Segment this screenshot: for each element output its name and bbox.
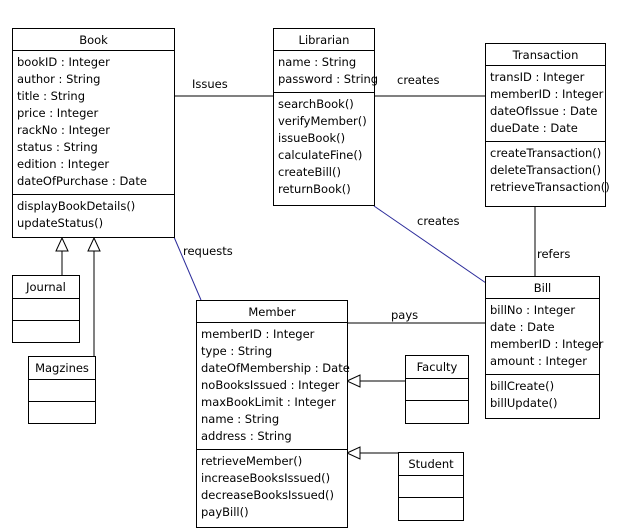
book-attribute: title : String (17, 89, 85, 103)
book-operation: updateStatus() (17, 216, 104, 230)
bill-attribute: amount : Integer (490, 354, 587, 368)
librarian-class-name: Librarian (274, 29, 374, 51)
journal-class-name: Journal (13, 276, 79, 299)
member-operations: retrieveMember() increaseBooksIssued() d… (197, 450, 347, 525)
bill-class-name: Bill (486, 277, 599, 299)
member-operation: decreaseBooksIssued() (201, 488, 334, 502)
librarian-attributes: name : String password : String (274, 51, 379, 93)
member-attribute: dateOfMembership : Date (201, 361, 350, 375)
student-class[interactable]: Student (398, 452, 464, 521)
requests-label: requests (183, 244, 233, 258)
creates-transaction-label: creates (397, 73, 440, 87)
transaction-attribute: dateOfIssue : Date (490, 104, 598, 118)
member-attribute: noBooksIssued : Integer (201, 378, 340, 392)
bill-attribute: date : Date (490, 320, 555, 334)
student-generalization-arrowhead (345, 446, 361, 460)
transaction-class-name: Transaction (486, 44, 605, 66)
pays-label: pays (391, 308, 419, 322)
creates-bill-label: creates (417, 214, 460, 228)
bill-operation: billCreate() (490, 379, 555, 393)
member-attributes: memberID : Integer type : String dateOfM… (197, 323, 350, 450)
librarian-class[interactable]: Librarian name : String password : Strin… (273, 28, 379, 206)
magzines-attributes (29, 380, 95, 402)
faculty-class-name: Faculty (406, 356, 468, 379)
book-class-name: Book (13, 29, 174, 51)
book-attribute: price : Integer (17, 106, 99, 120)
librarian-operation: createBill() (278, 165, 341, 179)
member-attribute: memberID : Integer (201, 327, 315, 341)
book-operations: displayBookDetails() updateStatus() (13, 195, 174, 236)
bill-class[interactable]: Bill billNo : Integer date : Date member… (485, 276, 604, 419)
transaction-attribute: transID : Integer (490, 70, 585, 84)
book-attribute: bookID : Integer (17, 55, 110, 69)
student-operations (399, 498, 463, 520)
bill-operations: billCreate() billUpdate() (486, 375, 599, 416)
member-attribute: maxBookLimit : Integer (201, 395, 336, 409)
book-attribute: rackNo : Integer (17, 123, 110, 137)
bill-attribute: billNo : Integer (490, 303, 576, 317)
faculty-operations (406, 401, 468, 423)
journal-generalization-arrowhead (55, 236, 69, 252)
faculty-class[interactable]: Faculty (405, 355, 469, 424)
student-class-name: Student (399, 453, 463, 476)
member-operation: increaseBooksIssued() (201, 471, 331, 485)
book-class[interactable]: Book bookID : Integer author : String ti… (12, 28, 175, 238)
magzines-generalization-arrowhead (87, 236, 101, 252)
librarian-attribute: password : String (278, 72, 379, 86)
librarian-operation: calculateFine() (278, 148, 363, 162)
member-class-name: Member (197, 301, 347, 323)
member-operation: payBill() (201, 505, 249, 519)
transaction-class[interactable]: Transaction transID : Integer memberID :… (485, 43, 610, 207)
bill-operation: billUpdate() (490, 396, 558, 410)
journal-operations (13, 321, 79, 343)
librarian-operation: issueBook() (278, 131, 346, 145)
member-attribute: address : String (201, 429, 292, 443)
book-attributes: bookID : Integer author : String title :… (13, 51, 174, 195)
refers-label: refers (537, 247, 571, 261)
book-attribute: edition : Integer (17, 157, 110, 171)
faculty-attributes (406, 379, 468, 401)
transaction-operation: deleteTransaction() (490, 163, 601, 177)
journal-attributes (13, 299, 79, 321)
transaction-attribute: memberID : Integer (490, 87, 604, 101)
member-class[interactable]: Member memberID : Integer type : String … (196, 300, 350, 528)
book-attribute: author : String (17, 72, 101, 86)
member-attribute: name : String (201, 412, 280, 426)
magzines-class-name: Magzines (29, 357, 95, 380)
transaction-attribute: dueDate : Date (490, 121, 578, 135)
journal-class[interactable]: Journal (12, 275, 80, 343)
creates-bill-association-line (373, 205, 487, 284)
faculty-generalization-arrowhead (345, 374, 361, 388)
transaction-operations: createTransaction() deleteTransaction() … (486, 142, 610, 200)
bill-attributes: billNo : Integer date : Date memberID : … (486, 299, 604, 375)
librarian-operation: returnBook() (278, 182, 351, 196)
transaction-operation: retrieveTransaction() (490, 180, 610, 194)
librarian-operation: verifyMember() (278, 114, 367, 128)
bill-attribute: memberID : Integer (490, 337, 604, 351)
requests-association-line (173, 236, 202, 301)
member-operation: retrieveMember() (201, 454, 303, 468)
librarian-operations: searchBook() verifyMember() issueBook() … (274, 93, 374, 202)
magzines-operations (29, 402, 95, 424)
book-attribute: dateOfPurchase : Date (17, 174, 147, 188)
magzines-class[interactable]: Magzines (28, 356, 96, 424)
librarian-operation: searchBook() (278, 97, 354, 111)
book-attribute: status : String (17, 140, 98, 154)
transaction-operation: createTransaction() (490, 146, 602, 160)
transaction-attributes: transID : Integer memberID : Integer dat… (486, 66, 605, 142)
member-attribute: type : String (201, 344, 273, 358)
book-operation: displayBookDetails() (17, 199, 136, 213)
issues-label: Issues (192, 77, 228, 91)
student-attributes (399, 476, 463, 498)
librarian-attribute: name : String (278, 55, 357, 69)
